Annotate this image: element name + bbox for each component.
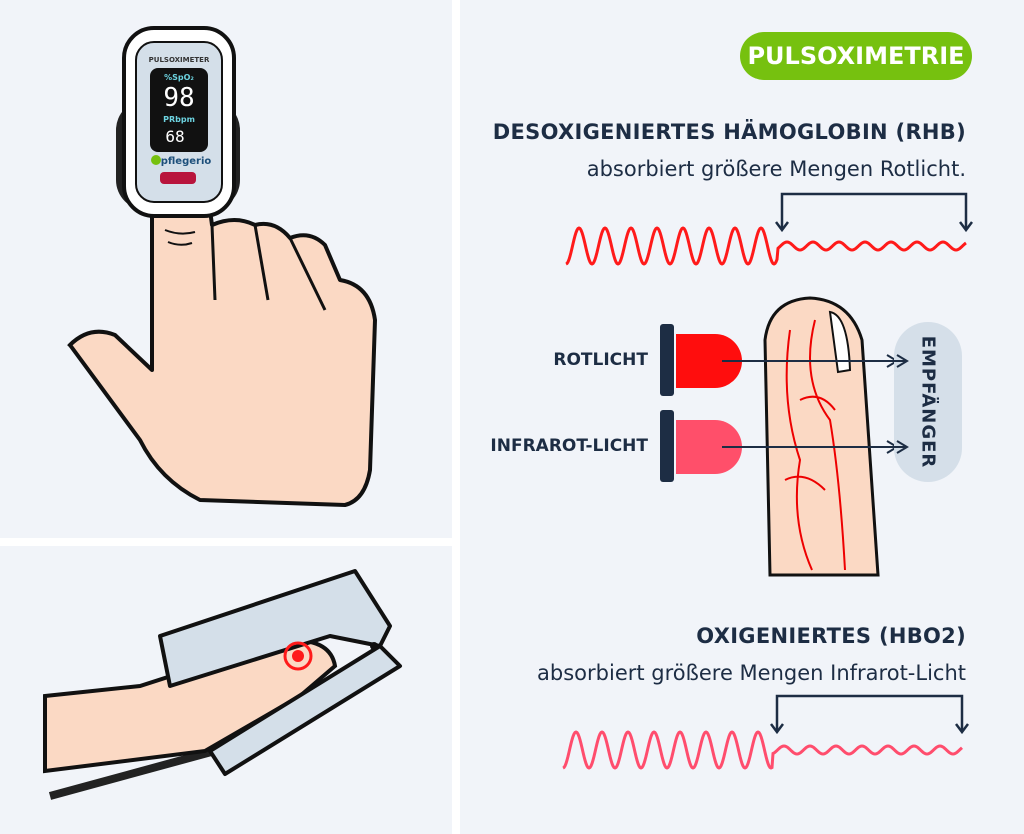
finger-clip-illustration bbox=[43, 569, 402, 800]
red-light-label: ROTLICHT bbox=[553, 350, 648, 370]
deoxy-text: absorbiert größere Mengen Rotlicht. bbox=[586, 157, 966, 181]
spo2-value: 98 bbox=[163, 83, 194, 113]
power-button bbox=[160, 172, 196, 184]
oxy-heading: OXIGENIERTES (HBO2) bbox=[696, 624, 966, 648]
infrared-light-label: INFRAROT-LICHT bbox=[490, 436, 648, 456]
brand-name: pflegerio bbox=[161, 156, 212, 167]
receiver-label: EMPFÄNGER bbox=[917, 335, 939, 469]
spo2-label: %SpO₂ bbox=[164, 73, 194, 82]
sensor-light-icon bbox=[283, 641, 313, 671]
title-badge: PULSOXIMETRIE bbox=[740, 32, 972, 80]
pr-label: PRbpm bbox=[163, 115, 195, 124]
deoxy-heading: DESOXIGENIERTES HÄMOGLOBIN (RHB) bbox=[492, 120, 966, 144]
receiver: EMPFÄNGER bbox=[894, 322, 962, 482]
brand-logo-icon bbox=[151, 155, 161, 165]
device-title: PULSOXIMETER bbox=[149, 56, 210, 64]
hand-with-oximeter-illustration: PULSOXIMETER %SpO₂ 98 PRbpm 68 pflegerio bbox=[67, 26, 377, 507]
pr-value: 68 bbox=[165, 127, 184, 146]
oxy-text: absorbiert größere Mengen Infrarot-Licht bbox=[537, 661, 966, 685]
panel-side-view bbox=[0, 546, 452, 834]
panel-finger-device: PULSOXIMETER %SpO₂ 98 PRbpm 68 pflegerio bbox=[0, 0, 452, 538]
